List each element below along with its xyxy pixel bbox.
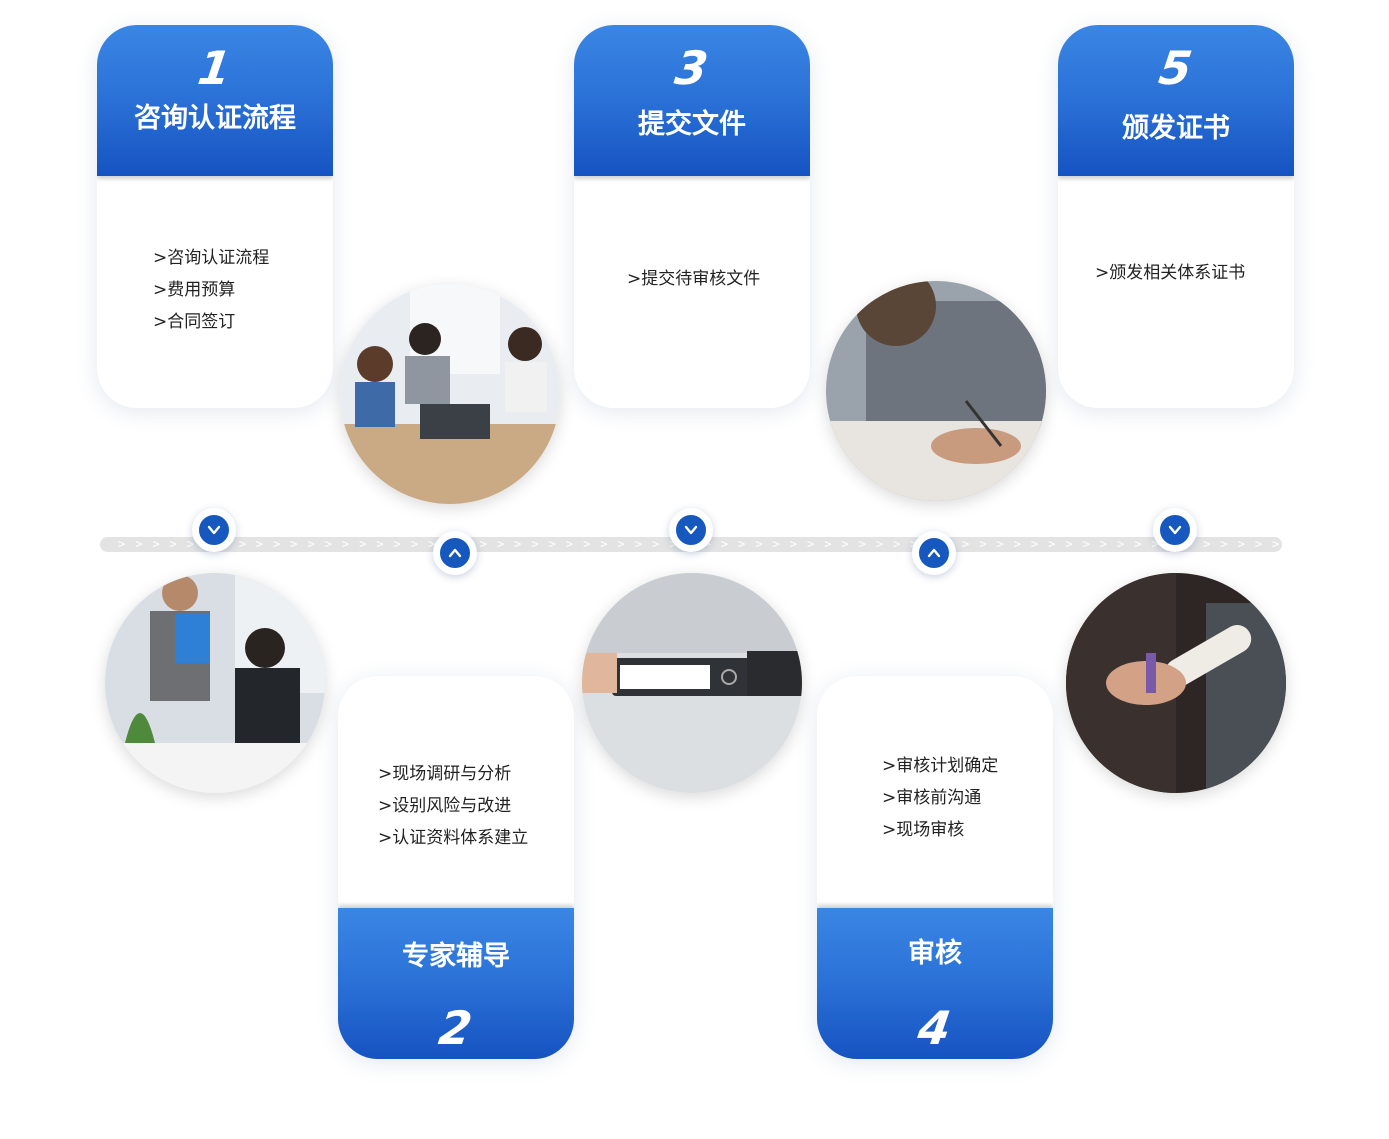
step-items-4: >审核计划确定 >审核前沟通 >现场审核	[882, 750, 998, 846]
step-header-3: 3 提交文件	[574, 25, 810, 176]
step-card-1: 1 咨询认证流程 >咨询认证流程 >费用预算 >合同签订	[97, 25, 333, 408]
connector-5	[1167, 400, 1185, 520]
timeline-node-4[interactable]	[912, 531, 956, 575]
certificate-photo	[1066, 573, 1286, 793]
step-item: >现场审核	[882, 820, 965, 840]
step-card-4: >审核计划确定 >审核前沟通 >现场审核 审核 4	[817, 676, 1053, 1059]
step-items-3: >提交待审核文件	[627, 263, 760, 295]
step-header-5: 5 颁发证书	[1058, 25, 1294, 176]
step-item: >费用预算	[153, 280, 236, 300]
step-title-1: 咨询认证流程	[134, 103, 296, 134]
step-title-2: 专家辅导	[402, 941, 510, 972]
step-number-5: 5	[1155, 41, 1197, 95]
step-number-4: 4	[914, 1001, 956, 1055]
step-item: >咨询认证流程	[153, 248, 270, 268]
connector-1	[206, 400, 224, 520]
step-card-3: 3 提交文件 >提交待审核文件	[574, 25, 810, 408]
step-items-2: >现场调研与分析 >设别风险与改进 >认证资料体系建立	[378, 758, 528, 854]
step-number-2: 2	[435, 1001, 477, 1055]
step-number-3: 3	[671, 41, 713, 95]
step-header-2: 专家辅导 2	[338, 908, 574, 1059]
step-title-5: 颁发证书	[1122, 113, 1230, 144]
timeline-node-2[interactable]	[433, 531, 477, 575]
step-card-5: 5 颁发证书 >颁发相关体系证书	[1058, 25, 1294, 408]
timeline-node-1[interactable]	[192, 508, 236, 552]
consulting-photo	[105, 573, 325, 793]
step-item: >设别风险与改进	[378, 796, 512, 816]
timeline-node-5[interactable]	[1153, 508, 1197, 552]
step-title-3: 提交文件	[638, 109, 746, 140]
chevron-up-icon	[927, 548, 941, 558]
step-title-4: 审核	[908, 938, 962, 969]
step-item: >合同签订	[153, 312, 236, 332]
chevron-down-icon	[684, 525, 698, 535]
step-header-1: 1 咨询认证流程	[97, 25, 333, 176]
connector-3	[683, 400, 701, 520]
chevron-down-icon	[207, 525, 221, 535]
step-items-1: >咨询认证流程 >费用预算 >合同签订	[153, 242, 269, 338]
step-item: >提交待审核文件	[627, 269, 761, 289]
meeting-photo	[340, 284, 560, 504]
step-header-4: 审核 4	[817, 908, 1053, 1059]
step-items-5: >颁发相关体系证书	[1095, 257, 1245, 289]
step-item: >审核前沟通	[882, 788, 982, 808]
chevron-up-icon	[448, 548, 462, 558]
step-card-2: >现场调研与分析 >设别风险与改进 >认证资料体系建立 专家辅导 2	[338, 676, 574, 1059]
timeline-node-3[interactable]	[669, 508, 713, 552]
step-item: >颁发相关体系证书	[1095, 263, 1246, 283]
timeline-arrows-icon: >>>>>>>>>>>>>>>>>>>>>>>>>>>>>>>>>>>>>>>>…	[118, 537, 1389, 551]
document-handover-photo	[582, 573, 802, 793]
step-item: >审核计划确定	[882, 756, 999, 776]
signing-photo	[826, 281, 1046, 501]
step-item: >认证资料体系建立	[378, 828, 529, 848]
step-item: >现场调研与分析	[378, 764, 512, 784]
chevron-down-icon	[1168, 525, 1182, 535]
step-number-1: 1	[194, 41, 236, 95]
